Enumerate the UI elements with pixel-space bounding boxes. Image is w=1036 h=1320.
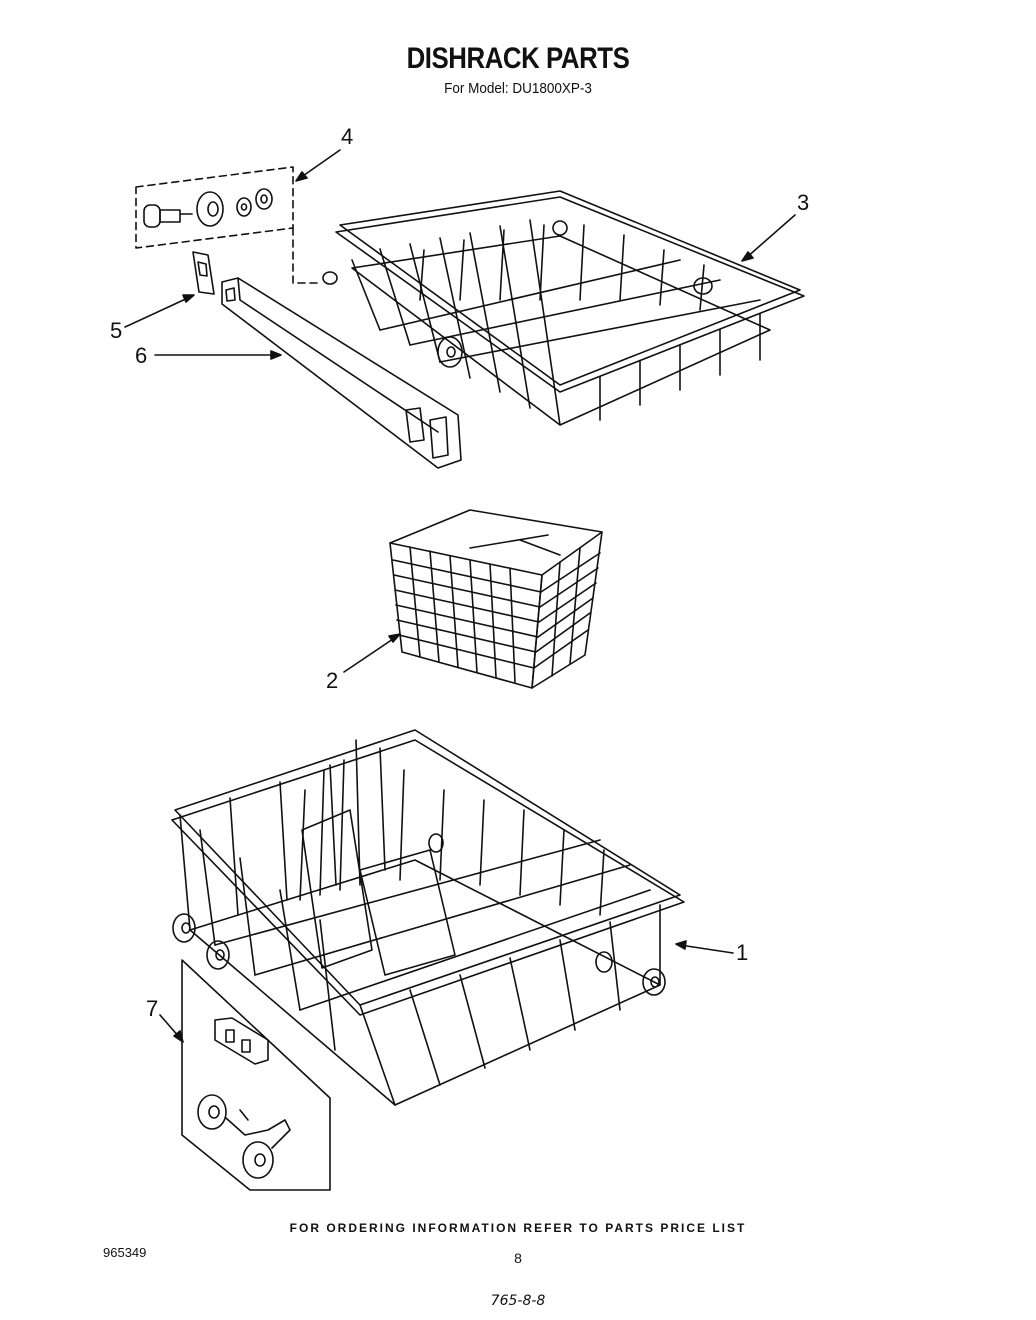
handwritten-code: 765-8-8 [490,1293,546,1309]
callout-5: 5 [110,318,123,343]
callout-7: 7 [146,996,159,1021]
part-2-silverware-basket [390,510,602,688]
page-number: 8 [514,1250,522,1266]
callout-2: 2 [326,668,339,693]
callout-6: 6 [135,343,148,368]
part-7-wheel-kit [182,960,330,1190]
part-4-wheel-kit [136,167,320,283]
part-3-upper-rack [323,191,804,425]
part-6-track [222,278,461,468]
model-subtitle: For Model: DU1800XP-3 [444,80,592,97]
callout-leaders [125,150,795,1042]
ordering-note: FOR ORDERING INFORMATION REFER TO PARTS … [289,1221,747,1235]
part-1-lower-rack [172,730,684,1105]
callout-4: 4 [341,124,354,149]
page-title: DISHRACK PARTS [406,42,630,75]
callout-1: 1 [736,940,749,965]
callout-3: 3 [797,190,810,215]
document-number: 965349 [103,1245,147,1260]
part-5-bracket [193,252,214,294]
